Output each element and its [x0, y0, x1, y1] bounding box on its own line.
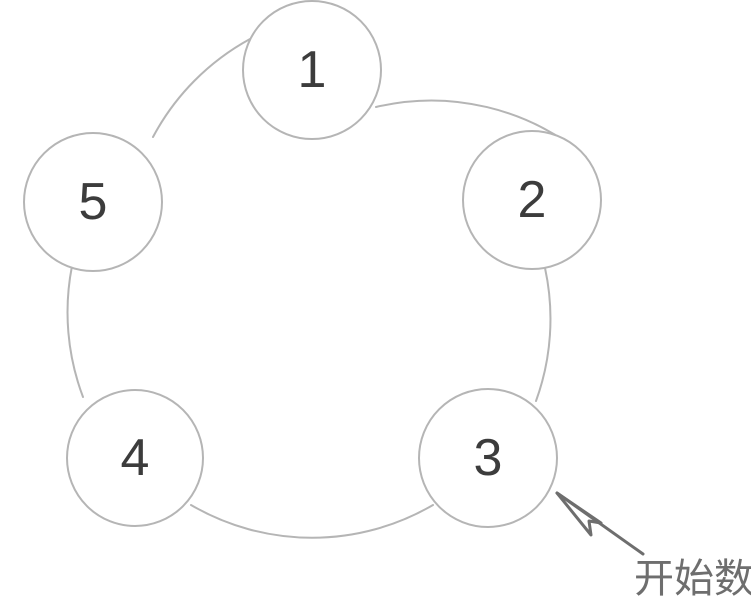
- node-3-label: 3: [474, 429, 503, 487]
- node-5-label: 5: [79, 173, 108, 231]
- nodes-layer: 1 2 3 4 5: [23, 0, 602, 528]
- edge-2-to-3: [535, 267, 552, 402]
- edge-4-to-5: [66, 265, 84, 398]
- node-5-circle[interactable]: [23, 132, 163, 272]
- start-pointer-annotation: 开始数: [555, 491, 751, 602]
- node-2[interactable]: 2: [462, 130, 602, 270]
- node-4-circle[interactable]: [66, 389, 204, 527]
- node-2-label: 2: [518, 171, 547, 229]
- edge-3-to-4: [190, 504, 434, 539]
- node-1[interactable]: 1: [242, 0, 382, 140]
- node-4-label: 4: [121, 429, 150, 487]
- start-pointer-label: 开始数: [634, 556, 751, 602]
- node-5[interactable]: 5: [23, 132, 163, 272]
- arrow-head-icon: [555, 491, 603, 537]
- node-1-circle[interactable]: [242, 0, 382, 140]
- node-4[interactable]: 4: [66, 389, 204, 527]
- node-1-label: 1: [298, 41, 327, 99]
- node-2-circle[interactable]: [462, 130, 602, 270]
- edge-5-to-1: [152, 38, 251, 138]
- node-3[interactable]: 3: [418, 388, 558, 528]
- node-3-circle[interactable]: [418, 388, 558, 528]
